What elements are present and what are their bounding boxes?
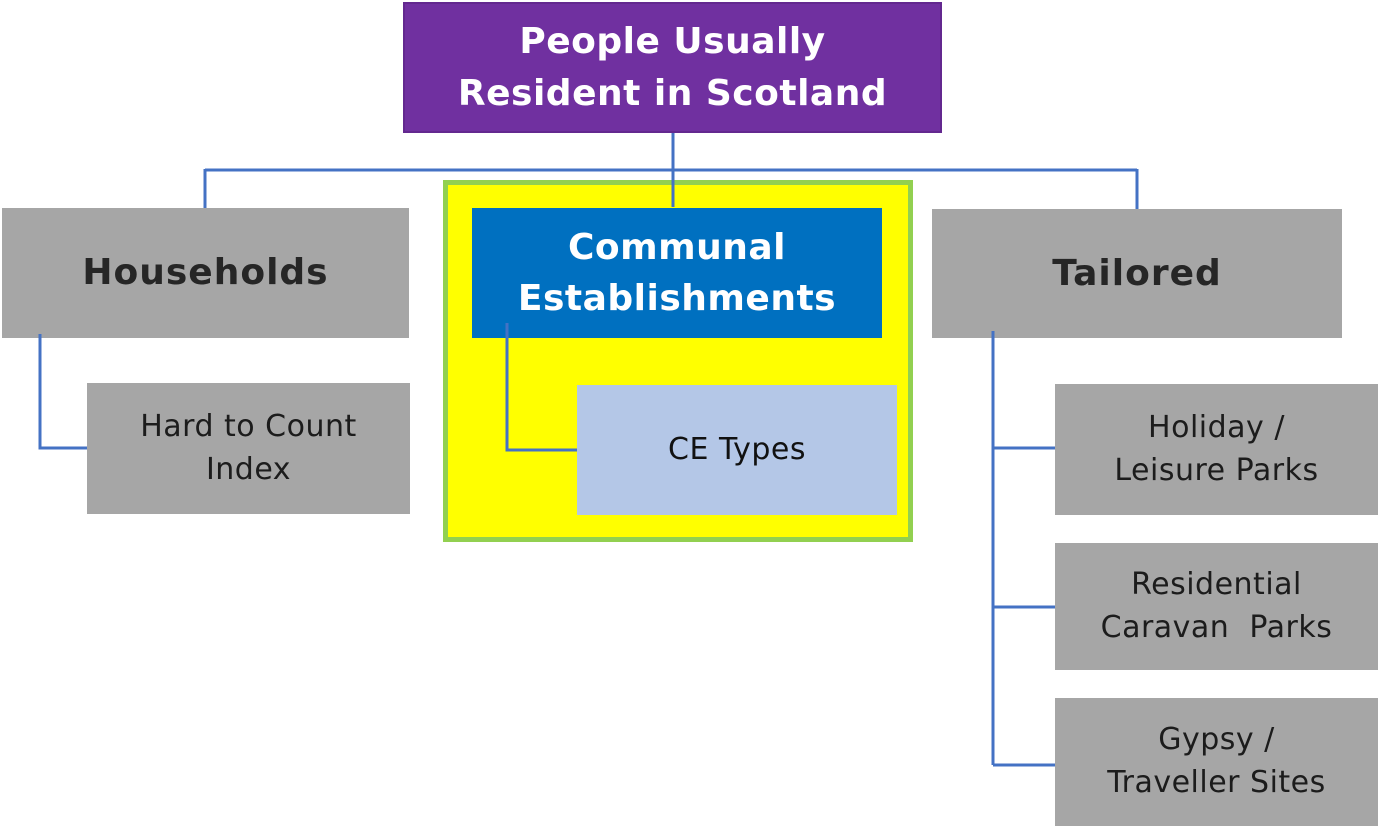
node-hard-to-count-index: Hard to Count Index: [87, 383, 410, 514]
node-label: Tailored: [1052, 252, 1222, 294]
node-label: People Usually Resident in Scotland: [457, 21, 888, 114]
connector-households-child: [38, 334, 87, 450]
node-ce-types: CE Types: [577, 385, 897, 515]
node-label: Holiday / Leisure Parks: [1114, 409, 1319, 488]
node-households: Households: [2, 208, 409, 338]
node-label: Hard to Count Index: [140, 408, 357, 487]
node-residential-caravan-parks: Residential Caravan Parks: [1055, 543, 1378, 670]
node-tailored: Tailored: [932, 209, 1342, 338]
node-holiday-leisure-parks: Holiday / Leisure Parks: [1055, 384, 1378, 515]
node-label: Households: [82, 252, 329, 294]
node-gypsy-traveller-sites: Gypsy / Traveller Sites: [1055, 698, 1378, 826]
node-label: Communal Establishments: [517, 226, 837, 319]
node-communal-establishments: Communal Establishments: [472, 208, 882, 338]
node-label: Residential Caravan Parks: [1100, 566, 1333, 645]
node-people-usually-resident: People Usually Resident in Scotland: [403, 2, 942, 133]
node-label: Gypsy / Traveller Sites: [1107, 722, 1326, 800]
node-label: CE Types: [668, 431, 806, 467]
